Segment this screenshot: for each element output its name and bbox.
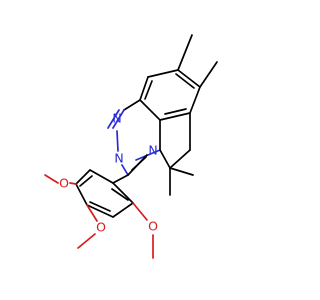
atom-label-o3: O [148, 219, 158, 234]
ring-c-bond [86, 204, 114, 218]
ring-a-bond [159, 112, 191, 121]
ring-a-bond [139, 76, 149, 101]
triazole-bond [112, 109, 125, 129]
ring-c-bond [112, 202, 134, 218]
gem-methyl-bond [169, 167, 194, 176]
triazole-bond [131, 156, 147, 171]
ring-c-inner-bond [111, 188, 129, 201]
methoxy-bond [44, 174, 59, 184]
aryl-link-bond [112, 174, 129, 184]
methoxy-bond [69, 182, 77, 185]
atom-label-n3: N [148, 143, 157, 158]
triazole-bond [121, 164, 129, 176]
ring-c-bond [89, 169, 114, 184]
methyl-bond [199, 61, 218, 88]
ring-c-inner-bond [79, 175, 93, 187]
ring-c-bond [112, 182, 134, 204]
atom-label-n1: N [112, 111, 121, 126]
ring-a-bond [189, 86, 201, 114]
triazole-bond [116, 130, 119, 152]
methyl-bond [177, 34, 193, 71]
ring-c-bond [75, 183, 88, 206]
ring-a-bond [139, 99, 161, 121]
ring-b-bond [159, 149, 171, 169]
methoxy-bond [77, 233, 96, 249]
ring-b-bond [123, 99, 141, 111]
atom-label-o2: O [96, 220, 106, 235]
ring-a-bond [177, 69, 201, 88]
ring-c-inner-bond [89, 201, 111, 212]
ring-c-bond [75, 169, 91, 185]
bond-layer [44, 34, 218, 259]
molecule-structure-diagram: N N N O O O [44, 34, 218, 259]
triazole-bond [107, 109, 120, 129]
atom-label-n2: N [114, 151, 123, 166]
atom-label-layer: N N N O O O [59, 111, 158, 235]
ring-a-inner-bond [164, 108, 187, 115]
methoxy-bond [132, 202, 148, 221]
ring-b-bond [135, 149, 161, 161]
atom-label-o1: O [59, 176, 69, 191]
ring-b-bond [169, 149, 191, 169]
ring-a-inner-bond [175, 73, 195, 89]
ring-a-inner-bond [144, 80, 153, 100]
methoxy-bond [86, 204, 98, 222]
ring-a-bond [147, 69, 179, 78]
